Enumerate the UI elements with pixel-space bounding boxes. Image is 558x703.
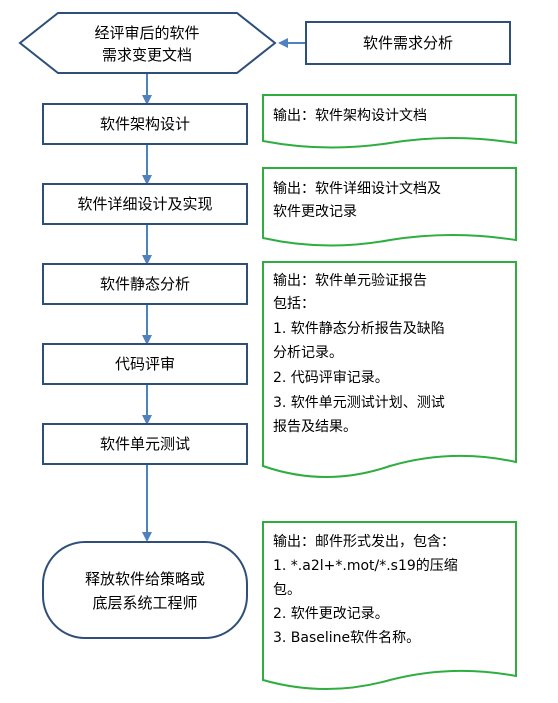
output1-line1: 输出：软件架构设计文档 [273,108,427,124]
start-line2: 需求变更文档 [102,46,192,64]
output3-line3: 1. 软件静态分析报告及缺陷 [273,321,445,337]
output4-line4: 2. 软件更改记录。 [273,606,389,622]
step-static-analysis: 软件静态分析 [42,263,248,305]
end-line2: 底层系统工程师 [92,594,197,612]
end-node: 释放软件给策略或 底层系统工程师 [42,541,248,639]
output4-line3: 包。 [273,582,301,598]
output2-line2: 软件更改记录 [273,204,357,220]
step5-label: 软件单元测试 [100,435,190,453]
output4-line1: 输出：邮件形式发出，包含： [273,534,455,550]
input-label: 软件需求分析 [363,34,453,52]
end-line1: 释放软件给策略或 [85,570,205,588]
step-architecture-design: 软件架构设计 [42,103,248,145]
step3-label: 软件静态分析 [100,275,190,293]
output4-line5: 3. Baseline软件名称。 [273,630,420,646]
output3-line1: 输出：软件单元验证报告 [273,273,427,289]
step1-label: 软件架构设计 [100,115,190,133]
output2-line1: 输出：软件详细设计文档及 [273,181,441,197]
output3-line6: 3. 软件单元测试计划、测试 [273,395,445,411]
output-doc-unit-verification: 输出：软件单元验证报告 包括： 1. 软件静态分析报告及缺陷 分析记录。 2. … [262,261,517,478]
output-doc-architecture: 输出：软件架构设计文档 [262,94,517,149]
output-doc-detailed-design: 输出：软件详细设计文档及 软件更改记录 [262,167,517,247]
step2-label: 软件详细设计及实现 [77,195,212,213]
step-unit-test: 软件单元测试 [42,423,248,465]
start-line1: 经评审后的软件 [94,24,199,42]
output3-line2: 包括： [273,296,315,312]
step4-label: 代码评审 [115,355,175,373]
step-detailed-design: 软件详细设计及实现 [42,183,248,225]
output4-line2: 1. *.a2l+*.mot/*.s19的压缩 [273,558,458,574]
start-node: 经评审后的软件 需求变更文档 [18,12,277,74]
output3-line4: 分析记录。 [273,345,343,361]
step-code-review: 代码评审 [42,343,248,385]
output3-line7: 报告及结果。 [273,419,357,435]
output3-line5: 2. 代码评审记录。 [273,370,389,386]
input-node: 软件需求分析 [305,21,511,65]
output-doc-release: 输出：邮件形式发出，包含： 1. *.a2l+*.mot/*.s19的压缩 包。… [262,521,517,690]
